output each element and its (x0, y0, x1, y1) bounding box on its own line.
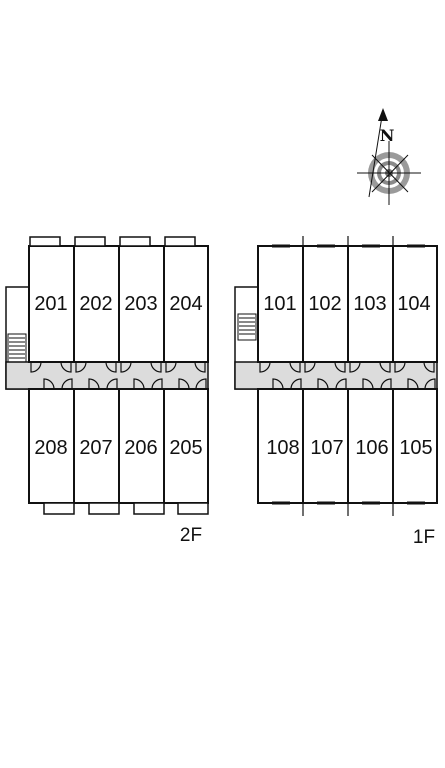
balcony (88, 502, 120, 515)
balcony (133, 502, 165, 515)
unit-label: 205 (169, 437, 202, 459)
balcony (177, 502, 209, 515)
door-icons (30, 361, 207, 390)
unit-label: 106 (355, 437, 388, 459)
unit-label: 208 (34, 437, 67, 459)
unit-label: 102 (308, 293, 341, 315)
unit-label: 206 (124, 437, 157, 459)
unit-104 (392, 245, 438, 363)
unit-203 (118, 245, 165, 363)
unit-label: 204 (169, 293, 202, 315)
compass-rose-icon: N (357, 108, 421, 205)
unit-label: 104 (397, 293, 430, 315)
unit-label: 105 (399, 437, 432, 459)
unit-107 (302, 388, 349, 504)
balcony (43, 502, 75, 515)
unit-108 (257, 388, 304, 504)
unit-204 (163, 245, 209, 363)
floor-label-1f: 1F (413, 527, 435, 548)
unit-label: 101 (263, 293, 296, 315)
balcony (164, 236, 196, 247)
unit-101 (257, 245, 304, 363)
balcony (29, 236, 61, 247)
unit-label: 203 (124, 293, 157, 315)
balcony (74, 236, 106, 247)
balcony (119, 236, 151, 247)
unit-102 (302, 245, 349, 363)
stairs-icon (237, 313, 257, 341)
unit-105 (392, 388, 438, 504)
unit-label: 201 (34, 293, 67, 315)
stairs-icon (7, 333, 27, 363)
floor-plan-2f: 201 202 203 204 208 207 206 205 2F (5, 236, 209, 546)
floor-label-2f: 2F (180, 525, 202, 546)
unit-label: 202 (79, 293, 112, 315)
unit-106 (347, 388, 394, 504)
unit-label: 107 (310, 437, 343, 459)
unit-207 (73, 388, 120, 504)
unit-label: 207 (79, 437, 112, 459)
north-label: N (380, 126, 395, 145)
unit-label: 103 (353, 293, 386, 315)
unit-label: 108 (266, 437, 299, 459)
floor-plan-1f: 101 102 103 104 108 107 106 105 1F (234, 236, 438, 548)
door-icons (259, 361, 436, 390)
